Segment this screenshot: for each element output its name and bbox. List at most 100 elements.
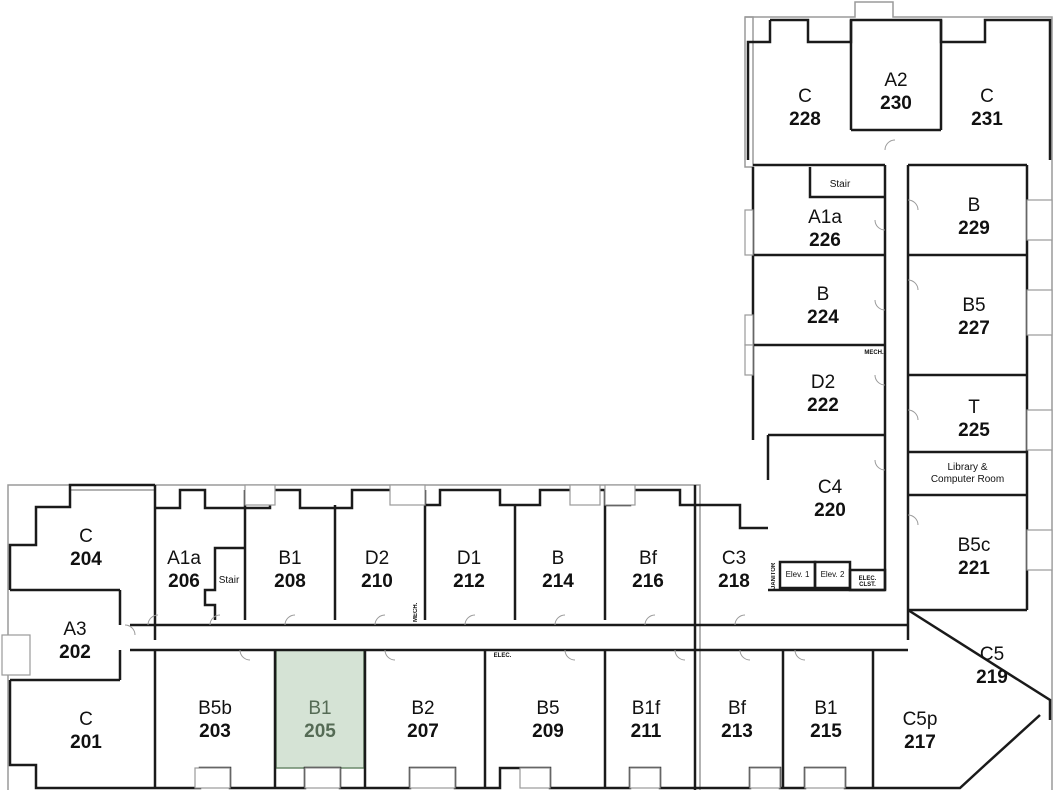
room-type: D2 xyxy=(364,548,390,569)
room-type: A1a xyxy=(808,207,842,228)
room-number: 212 xyxy=(453,571,485,592)
room-number: 225 xyxy=(958,420,990,441)
room-type: C xyxy=(79,526,93,547)
room-number: 213 xyxy=(721,721,753,742)
room-228[interactable]: C 228 xyxy=(765,86,845,132)
room-number: 215 xyxy=(810,721,842,742)
room-number: 211 xyxy=(630,721,662,742)
room-number: 226 xyxy=(809,230,841,251)
room-type: T xyxy=(968,397,980,418)
room-type: C5 xyxy=(979,644,1005,665)
room-204[interactable]: C 204 xyxy=(46,526,126,572)
room-number: 230 xyxy=(880,93,912,114)
room-212[interactable]: D1 212 xyxy=(429,548,509,594)
room-214[interactable]: B 214 xyxy=(518,548,598,594)
elevator-2-label: Elev. 2 xyxy=(820,570,845,579)
room-211[interactable]: B1f 211 xyxy=(606,698,686,744)
elec-clst-label: ELEC. CLST. xyxy=(858,576,877,588)
room-229[interactable]: B 229 xyxy=(934,195,1014,241)
room-number: 217 xyxy=(904,732,936,753)
room-type: C3 xyxy=(721,548,747,569)
room-210[interactable]: D2 210 xyxy=(337,548,417,594)
room-type: B5 xyxy=(962,295,986,316)
room-number: 228 xyxy=(789,109,821,130)
walls xyxy=(8,18,1052,790)
room-type: C xyxy=(798,86,812,107)
room-type: A3 xyxy=(63,619,87,640)
room-type: B xyxy=(551,548,565,569)
room-216[interactable]: Bf 216 xyxy=(608,548,688,594)
room-type: B xyxy=(967,195,981,216)
room-type: B5b xyxy=(198,698,232,719)
building-outline xyxy=(7,1,1053,790)
room-type: B1 xyxy=(278,548,302,569)
room-201[interactable]: C 201 xyxy=(46,709,126,755)
room-226[interactable]: A1a 226 xyxy=(785,207,865,253)
room-218[interactable]: C3 218 xyxy=(704,548,764,594)
room-number: 216 xyxy=(632,571,664,592)
room-221[interactable]: B5c 221 xyxy=(934,535,1014,581)
room-type: B5 xyxy=(536,698,560,719)
room-type: Bf xyxy=(728,698,746,719)
room-224[interactable]: B 224 xyxy=(783,284,863,330)
mech-label-top: MECH. xyxy=(864,350,884,356)
room-number: 209 xyxy=(532,721,564,742)
room-208[interactable]: B1 208 xyxy=(250,548,330,594)
room-number: 208 xyxy=(274,571,306,592)
room-220[interactable]: C4 220 xyxy=(790,477,870,523)
room-number: 231 xyxy=(971,109,1003,130)
room-203[interactable]: B5b 203 xyxy=(175,698,255,744)
window-bays xyxy=(1,199,1053,789)
room-number: 222 xyxy=(807,395,839,416)
room-222[interactable]: D2 222 xyxy=(783,372,863,418)
room-number: 221 xyxy=(958,558,990,579)
janitor-label: JANITOR xyxy=(771,562,777,589)
room-230[interactable]: A2 230 xyxy=(856,70,936,116)
room-number: 224 xyxy=(807,307,839,328)
room-number: 219 xyxy=(976,667,1008,688)
room-type: C xyxy=(79,709,93,730)
mech-label-mid: MECH. xyxy=(413,602,419,622)
room-type: B1f xyxy=(631,698,661,719)
room-number: 201 xyxy=(70,732,102,753)
room-231[interactable]: C 231 xyxy=(947,86,1027,132)
room-217[interactable]: C5p 217 xyxy=(880,709,960,755)
room-type: Bf xyxy=(639,548,657,569)
room-number: 203 xyxy=(199,721,231,742)
room-number: 206 xyxy=(168,571,200,592)
room-227[interactable]: B5 227 xyxy=(934,295,1014,341)
room-219[interactable]: C5 219 xyxy=(952,644,1032,690)
room-type: B2 xyxy=(411,698,435,719)
room-number: 214 xyxy=(542,571,574,592)
room-number: 227 xyxy=(958,318,990,339)
room-type: A2 xyxy=(884,70,908,91)
room-type: C5p xyxy=(902,709,938,730)
room-215[interactable]: B1 215 xyxy=(786,698,866,744)
room-207[interactable]: B2 207 xyxy=(383,698,463,744)
room-202[interactable]: A3 202 xyxy=(40,619,110,665)
room-213[interactable]: Bf 213 xyxy=(697,698,777,744)
room-205[interactable]: B1 205 xyxy=(280,698,360,744)
room-type: B1 xyxy=(308,698,332,719)
stair-label-top: Stair xyxy=(829,179,851,190)
library-label-line2: Computer Room xyxy=(930,474,1005,485)
room-209[interactable]: B5 209 xyxy=(508,698,588,744)
room-type: D1 xyxy=(456,548,482,569)
room-206[interactable]: A1a 206 xyxy=(154,548,214,594)
room-type: D2 xyxy=(810,372,836,393)
library-label-line1: Library & xyxy=(947,462,988,473)
room-number: 210 xyxy=(361,571,393,592)
elevator-1-label: Elev. 1 xyxy=(785,570,810,579)
stair-label-206: Stair xyxy=(218,575,240,586)
room-number: 220 xyxy=(814,500,846,521)
room-225[interactable]: T 225 xyxy=(934,397,1014,443)
room-number: 229 xyxy=(958,218,990,239)
room-number: 202 xyxy=(59,642,91,663)
room-number: 205 xyxy=(304,721,336,742)
room-number: 218 xyxy=(718,571,750,592)
room-type: C xyxy=(980,86,994,107)
room-type: C4 xyxy=(817,477,843,498)
room-type: B xyxy=(816,284,830,305)
room-type: B1 xyxy=(814,698,838,719)
